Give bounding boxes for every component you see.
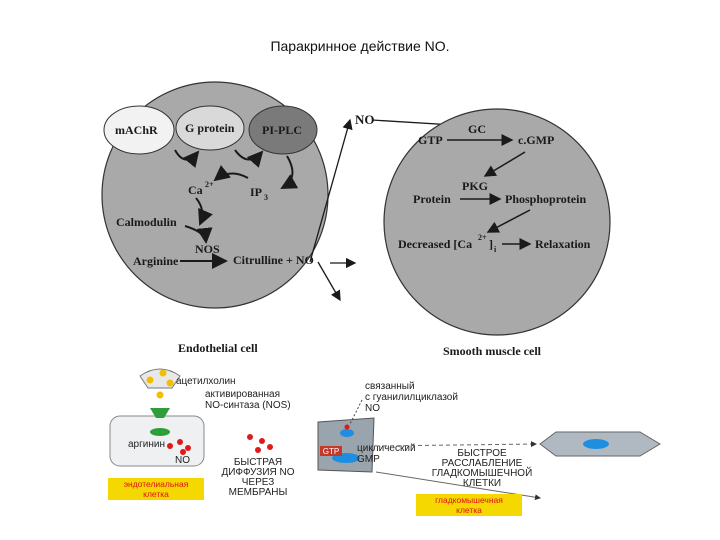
fast-diffusion-line3: ЧЕРЕЗ	[242, 477, 275, 488]
acetylcholine-dot	[146, 376, 154, 384]
arrow-relax-bottom	[375, 471, 541, 501]
arrow-calmodulin-nos	[184, 225, 213, 244]
gtp-box	[320, 446, 342, 456]
protein-label: Protein	[413, 192, 451, 206]
arrow-ca-calmodulin	[195, 197, 213, 226]
gtp-label: GTP	[418, 133, 443, 147]
fast-relax-line2: РАССЛАБЛЕНИЕ	[442, 458, 523, 469]
nos-enzyme	[150, 428, 170, 436]
fast-relax-line1: БЫСТРОЕ	[457, 448, 507, 459]
endothelial-label-line1: эндотелиальная	[124, 479, 189, 489]
fast-diffusion-line4: МЕМБРАНЫ	[229, 487, 288, 498]
fast-relax-line3: ГЛАДКОМЫШЕЧНОЙ	[432, 466, 533, 479]
gc-label: GC	[468, 122, 486, 136]
relaxation-label: Relaxation	[535, 237, 591, 251]
arrow-no-down	[317, 261, 341, 302]
arginine-label: Arginine	[133, 254, 179, 268]
arrow-ip3-ca	[213, 165, 249, 182]
ip-subscript: 3	[264, 193, 268, 202]
decreased-bracket: ]	[489, 237, 493, 251]
endothelial-caption: Endothelial cell	[178, 341, 258, 355]
arrow-phospho-decreased	[486, 209, 531, 233]
endothelial-cell: mAChR G protein PI-PLC Ca 2+ IP 3 Calmod…	[101, 81, 329, 355]
smooth-label-line1: гладкомышечная	[435, 495, 503, 505]
acetylcholine-dot	[156, 391, 164, 399]
relaxed-nucleus	[583, 439, 609, 449]
cyclic-line1: циклический	[357, 443, 416, 454]
arrow-machr-gprotein	[174, 149, 200, 168]
bound-pointer	[349, 399, 363, 425]
no-dot	[255, 447, 261, 453]
no-dot	[185, 445, 191, 451]
guanylyl-cyclase	[340, 429, 354, 437]
bound-no-dot	[344, 424, 350, 430]
no-label: NO	[355, 112, 375, 127]
piplc-label: PI-PLC	[262, 123, 302, 137]
acetylcholine-dot	[166, 379, 174, 387]
arrow-cgmp-pkg	[483, 151, 526, 177]
smooth-caption: Smooth muscle cell	[443, 344, 542, 358]
bound-line3: NO	[365, 403, 380, 414]
fast-diffusion-line1: БЫСТРАЯ	[234, 457, 282, 468]
page-title: Паракринное действие NO.	[270, 38, 450, 54]
smooth-cell-contracted	[317, 417, 375, 473]
calmodulin-label: Calmodulin	[116, 215, 177, 229]
arrow-relax-top	[375, 441, 537, 448]
smooth-label-box	[416, 494, 522, 516]
decreased-superscript: 2+	[478, 233, 487, 242]
g-protein	[175, 105, 245, 151]
ca-superscript: 2+	[205, 180, 214, 189]
bound-line2: с гуанилилциклазой	[365, 392, 458, 403]
receptor-green	[150, 408, 170, 418]
acetylcholine-label: ацетилхолин	[176, 376, 236, 387]
no-dot	[167, 443, 173, 449]
cyclic-line2: GMP	[357, 454, 380, 465]
ip-label: IP	[250, 185, 262, 199]
ca-label: Ca	[188, 183, 203, 197]
fast-diffusion-line2: ДИФФУЗИЯ NO	[221, 467, 294, 478]
phosphoprotein-label: Phosphoprotein	[505, 192, 586, 206]
bound-line1: связанный	[365, 381, 415, 392]
cgmp-label: c.GMP	[518, 133, 554, 147]
machr-label: mAChR	[115, 123, 158, 137]
decreased-subscript: i	[494, 245, 497, 254]
acetylcholine-dot	[159, 369, 167, 377]
activated-nos-line2: NO-синтаза (NOS)	[205, 400, 291, 411]
no-dot	[267, 444, 273, 450]
smooth-muscle-cell: GTP GC c.GMP PKG Protein Phosphoprotein …	[383, 108, 611, 358]
pi-plc	[248, 105, 318, 155]
no-label-ru: NO	[175, 455, 190, 466]
machr-receptor	[103, 105, 175, 155]
arrow-gprotein-plc	[234, 149, 264, 168]
citrulline-label: Citrulline + NO	[233, 253, 314, 267]
pkg-label: PKG	[462, 179, 488, 193]
fast-relax-line4: КЛЕТКИ	[463, 478, 501, 489]
no-dot	[180, 449, 186, 455]
arrow-plc-ip3	[280, 155, 299, 189]
decreased-label: Decreased [Ca	[398, 237, 472, 251]
activated-nos-line1: активированная	[205, 389, 280, 400]
smooth-label-line2: клетка	[456, 505, 482, 515]
endothelial-label-box	[108, 478, 204, 500]
gtp-label-ru: GTP	[323, 447, 339, 456]
gprotein-label: G protein	[185, 121, 235, 135]
bottom-schematic: ацетилхолин активированная NO-синтаза (N…	[108, 368, 661, 516]
no-dot	[247, 434, 253, 440]
nos-label: NOS	[195, 242, 220, 256]
no-dot	[177, 439, 183, 445]
arrow-no-up	[309, 118, 353, 263]
endothelial-label-line2: клетка	[143, 489, 169, 499]
arginine-label-ru: аргинин	[128, 439, 165, 450]
no-dot	[259, 438, 265, 444]
